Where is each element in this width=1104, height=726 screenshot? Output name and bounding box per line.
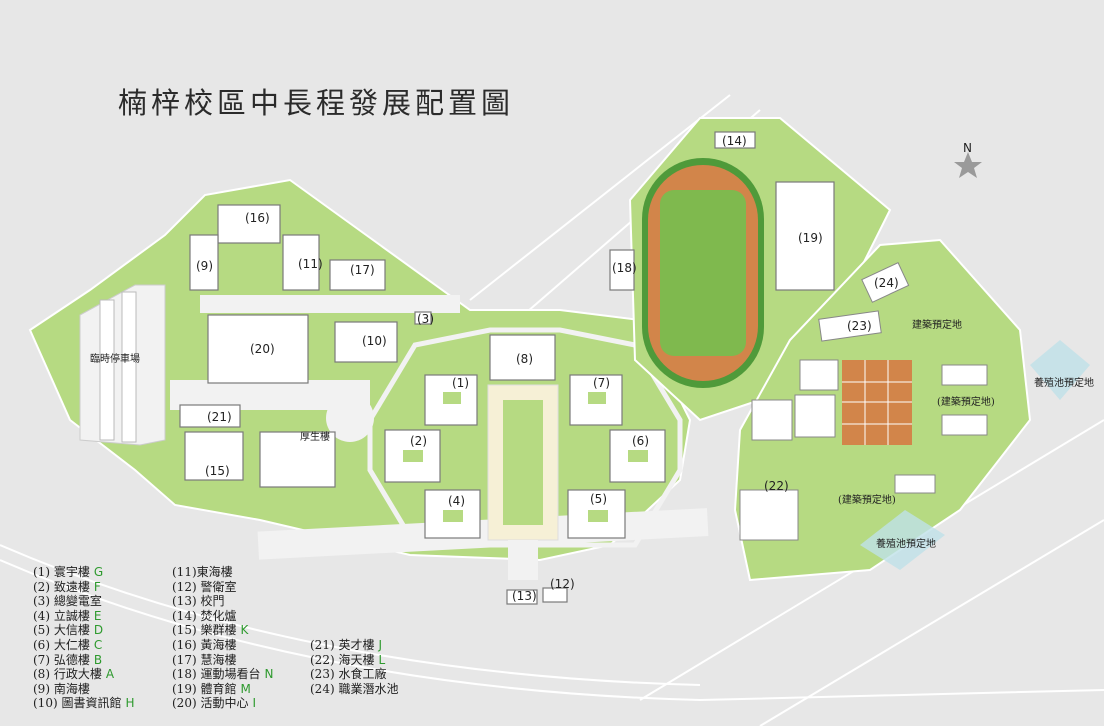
north-compass-icon [954, 152, 982, 178]
legend-item: (13) 校門 [172, 594, 225, 609]
building-5-label: (5) [590, 492, 607, 506]
pond-east-label: 養殖池預定地 [1034, 376, 1094, 389]
legend-item: (12) 警衛室 [172, 579, 237, 594]
sports-block [609, 117, 892, 422]
parking-area [79, 284, 166, 446]
building-12-label: (12) [550, 577, 575, 591]
building-8-label: (8) [516, 352, 533, 366]
building-19-label: (19) [798, 231, 823, 245]
building-1-label: (1) [452, 376, 469, 390]
building-23-label: (23) [847, 319, 872, 333]
pond-south-label: 養殖池預定地 [876, 537, 936, 550]
parking-label: 臨時停車場 [90, 352, 140, 365]
map-title: 楠梓校區中長程發展配置圖 [118, 86, 515, 120]
building-24-label: (24) [874, 276, 899, 290]
welfare-building-label: 厚生樓 [300, 430, 330, 443]
legend-item: (14) 焚化爐 [172, 608, 237, 623]
building-14-label: (14) [722, 134, 747, 148]
building-15-label: (15) [205, 464, 230, 478]
legend-item: (23) 水食工廠 [310, 667, 387, 682]
north-label: N [963, 141, 972, 155]
legend-item: (17) 慧海樓 [172, 652, 237, 667]
legend-column-2: (11)東海樓 (12) 警衛室 (13) 校門 (14) 焚化爐 (15) 樂… [172, 565, 273, 711]
building-2-label: (2) [410, 434, 427, 448]
legend-item: (11)東海樓 [172, 565, 233, 579]
building-7-label: (7) [593, 376, 610, 390]
building-6-label: (6) [632, 434, 649, 448]
building-4-label: (4) [448, 494, 465, 508]
building-3-label: (3) [417, 312, 434, 326]
legend-item: (16) 黃海樓 [172, 637, 237, 652]
legend-item: (3) 總變電室 [33, 594, 102, 609]
building-9-label: (9) [196, 259, 213, 273]
legend-item: (24) 職業潛水池 [310, 681, 399, 696]
west-buildings [179, 204, 666, 605]
building-10-label: (10) [362, 334, 387, 348]
legend-item: (9) 南海樓 [33, 681, 90, 696]
building-21-label: (21) [207, 410, 232, 424]
reserved-land-label-3: (建築預定地) [838, 493, 896, 506]
building-17-label: (17) [350, 263, 375, 277]
reserved-land-label: 建築預定地 [912, 318, 962, 331]
building-13-label: (13) [512, 589, 537, 603]
courtyards [403, 392, 648, 522]
building-22-label: (22) [764, 479, 789, 493]
building-18-label: (18) [612, 261, 637, 275]
east-campus [733, 238, 1090, 582]
building-20-label: (20) [250, 342, 275, 356]
building-11-label: (11) [298, 257, 323, 271]
reserved-land-label-2: (建築預定地) [937, 395, 995, 408]
building-16-label: (16) [245, 211, 270, 225]
